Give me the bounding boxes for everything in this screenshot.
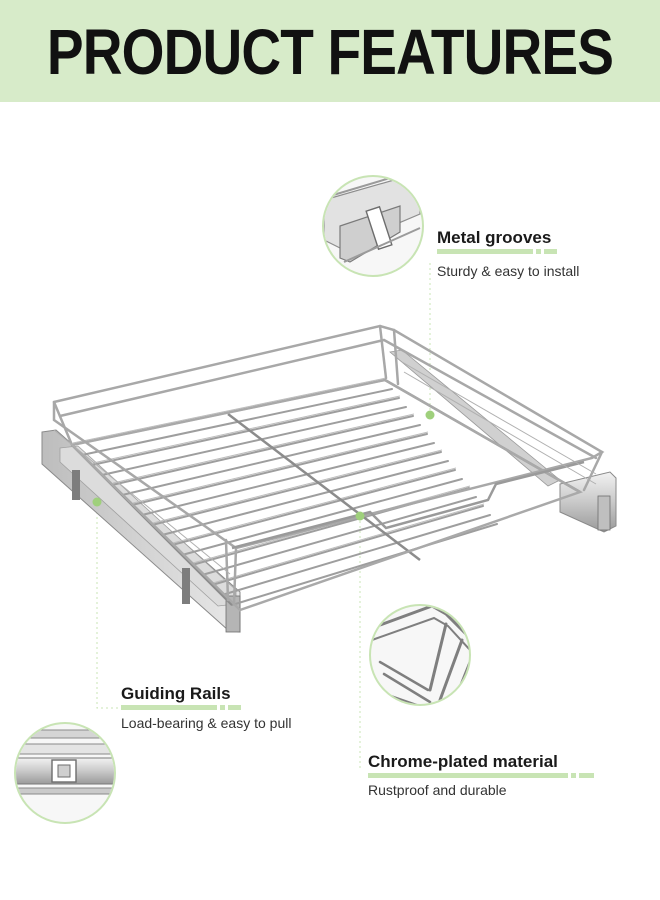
feature-desc-guiding-rails: Load-bearing & easy to pull: [121, 715, 292, 731]
feature-underline: [121, 705, 241, 710]
feature-title-metal-grooves: Metal grooves: [437, 228, 552, 247]
header-banner: PRODUCT FEATURES: [0, 0, 660, 102]
feature-title-guiding-rails: Guiding Rails: [121, 684, 231, 703]
feature-underline: [437, 249, 557, 254]
feature-desc-metal-grooves: Sturdy & easy to install: [437, 263, 580, 279]
page-title: PRODUCT FEATURES: [46, 16, 614, 88]
chrome-material-detail: [369, 604, 471, 706]
pull-out-basket: [41, 324, 617, 633]
feature-underline: [368, 773, 594, 778]
feature-desc-chrome-plated: Rustproof and durable: [368, 782, 507, 798]
guiding-rails-detail: [14, 722, 116, 824]
metal-grooves-detail: [322, 175, 424, 277]
leader-lines: [96, 262, 431, 770]
feature-title-chrome-plated: Chrome-plated material: [368, 752, 558, 771]
